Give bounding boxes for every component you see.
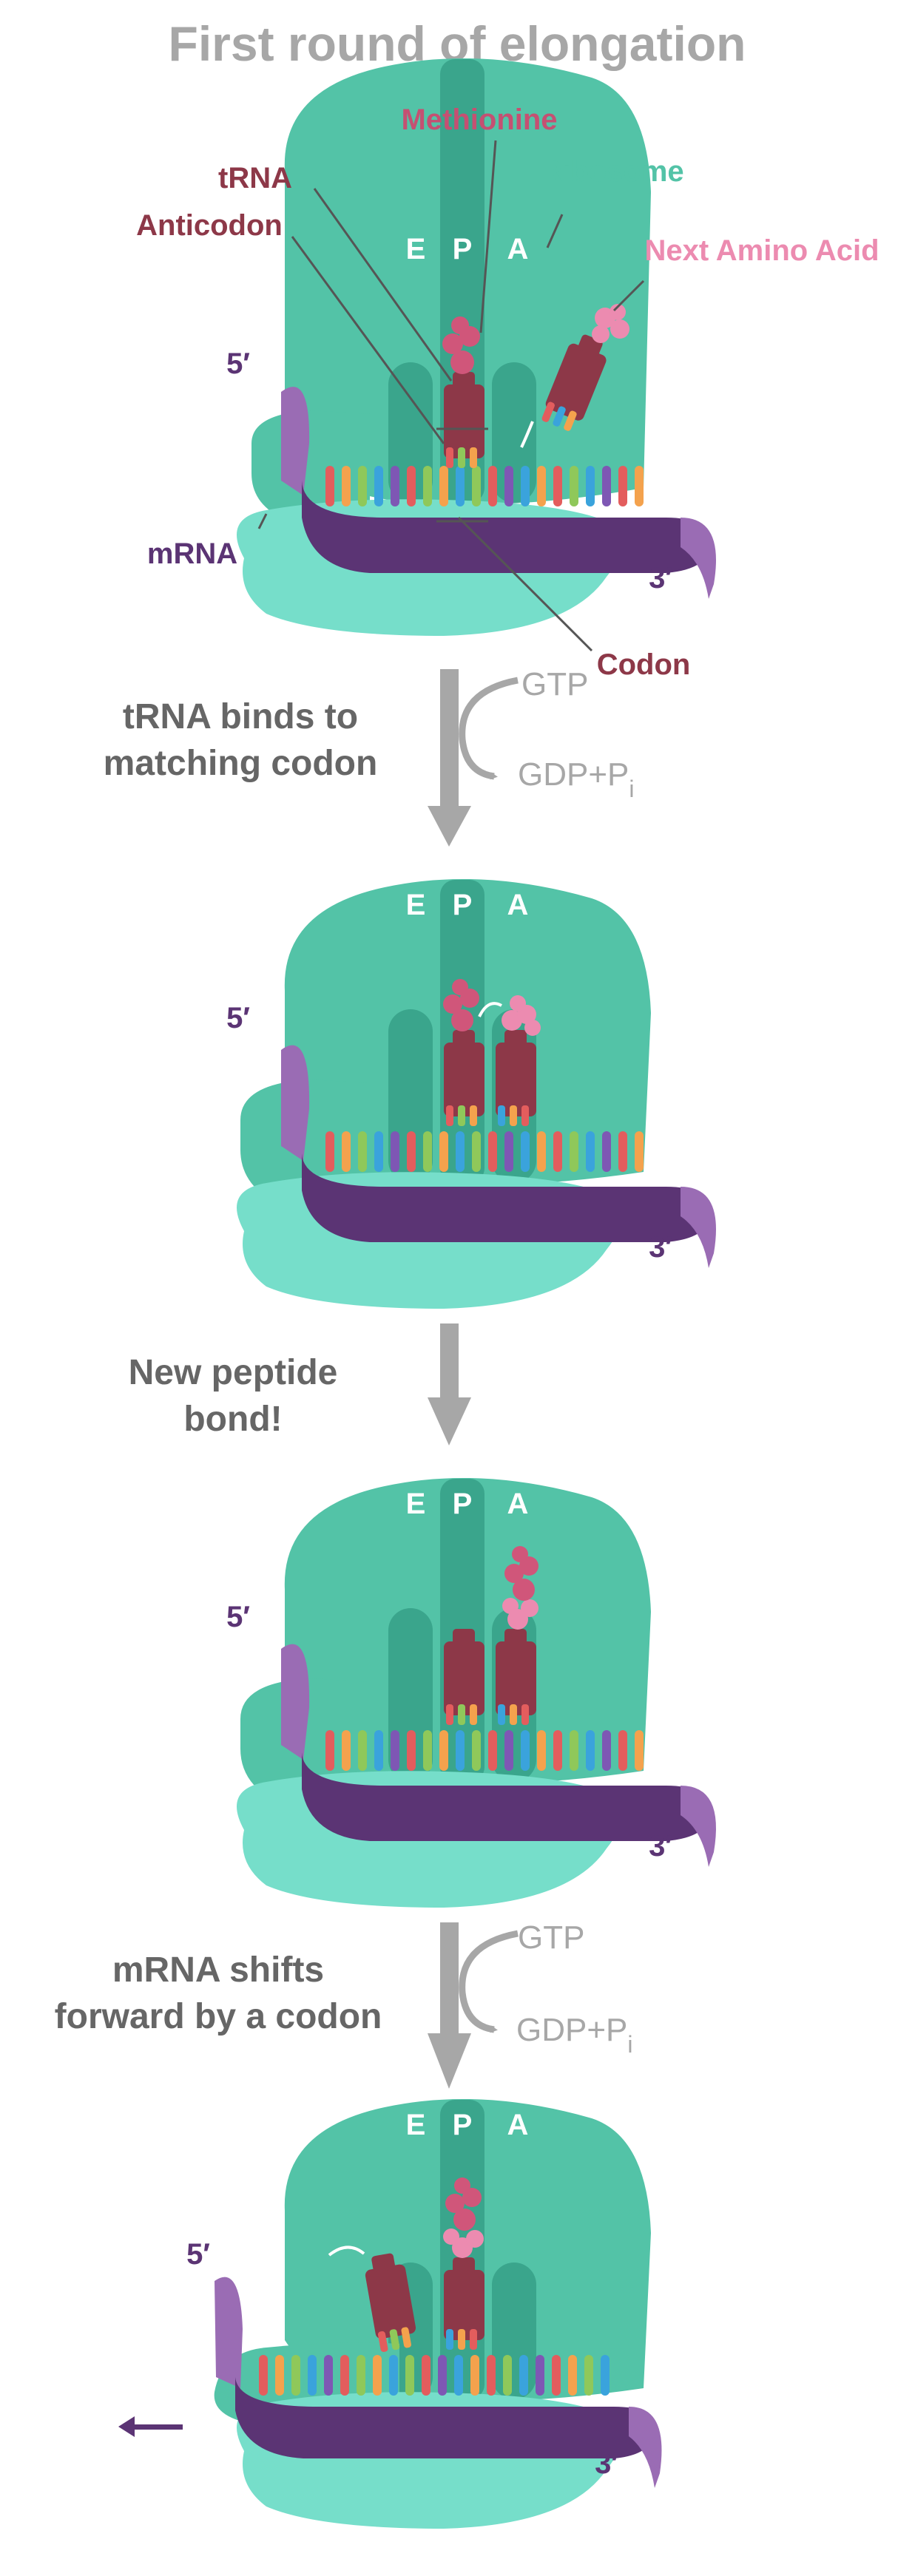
panel-4: E P A — [118, 2098, 662, 2529]
step-1-line-1: tRNA binds to — [123, 697, 358, 736]
trna-a-site — [496, 1030, 536, 1126]
label-anticodon: Anticodon — [136, 209, 283, 242]
label-5-prime: 5′ — [226, 1601, 250, 1633]
site-e: E — [406, 233, 426, 265]
step-3-gtp: GTP — [518, 1919, 584, 1956]
trna-p-site — [444, 2257, 484, 2350]
step-3-line-1: mRNA shifts — [112, 1950, 324, 1990]
step-3: mRNA shifts forward by a codon GTP GDP+P… — [55, 1919, 633, 2089]
step-3-line-2: forward by a codon — [55, 1997, 382, 2036]
panel-3: E P A — [226, 1477, 716, 1908]
mrna-strand — [281, 1045, 716, 1268]
mrna-bases — [259, 2355, 610, 2396]
step-arrow-head — [428, 806, 471, 847]
next-amino-acid — [502, 995, 541, 1036]
site-e: E — [406, 2109, 426, 2141]
step-2-line-2: bond! — [183, 1400, 282, 1439]
step-arrow-head — [428, 1397, 471, 1445]
site-a: A — [507, 889, 529, 921]
label-3-prime: 3′ — [595, 2447, 618, 2480]
step-1-gdp: GDP+Pi — [518, 756, 635, 802]
site-a: A — [507, 1488, 529, 1520]
gtp-curve — [459, 677, 519, 780]
peptide-chain — [443, 2177, 484, 2258]
transfer-arrow — [478, 1002, 502, 1017]
label-ribosome: Ribosome — [541, 155, 683, 188]
label-3-prime: 3′ — [649, 562, 672, 594]
trna-exiting — [365, 2253, 416, 2353]
methionine-amino-acid — [443, 979, 479, 1031]
site-p: P — [453, 1488, 473, 1520]
step-2: New peptide bond! — [129, 1323, 471, 1445]
callout-lines — [257, 140, 645, 652]
label-methionine: Methionine — [401, 104, 557, 136]
step-arrow-shaft — [440, 669, 459, 810]
mrna-strand — [215, 2277, 662, 2488]
incoming-arrow — [520, 421, 534, 448]
mrna-bases — [325, 466, 644, 506]
step-1-gtp: GTP — [521, 666, 588, 702]
label-trna: tRNA — [218, 162, 292, 194]
trna-p-site — [444, 372, 484, 468]
methionine-amino-acid — [442, 316, 480, 374]
gtp-curve — [459, 1930, 519, 2033]
site-p: P — [453, 233, 473, 265]
label-3-prime: 3′ — [649, 1830, 672, 1862]
step-arrow-shaft — [440, 1323, 459, 1401]
site-a: A — [507, 233, 529, 265]
mrna-strand — [281, 387, 716, 599]
site-e: E — [406, 889, 426, 921]
peptide-chain — [502, 1546, 538, 1630]
next-amino-acid — [592, 304, 629, 343]
site-p: P — [453, 2109, 473, 2141]
label-codon: Codon — [597, 648, 691, 681]
site-p: P — [453, 889, 473, 921]
mrna-direction-arrow — [118, 2416, 183, 2437]
step-arrow-head — [428, 2033, 471, 2089]
mrna-bases — [325, 1131, 644, 1172]
trna-a-site — [496, 1629, 536, 1725]
label-5-prime: 5′ — [186, 2238, 210, 2271]
label-mrna: mRNA — [147, 538, 237, 570]
site-a: A — [507, 2109, 529, 2141]
step-2-line-1: New peptide — [129, 1353, 338, 1392]
label-5-prime: 5′ — [226, 348, 250, 380]
trna-p-site — [444, 1030, 484, 1126]
label-5-prime: 5′ — [226, 1002, 250, 1034]
panel-1: E P A — [136, 58, 879, 681]
panel-2: E P A — [226, 878, 716, 1309]
step-3-gdp: GDP+Pi — [516, 2012, 633, 2058]
mrna-strand — [281, 1644, 716, 1867]
site-e: E — [406, 1488, 426, 1520]
step-1: tRNA binds to matching codon GTP GDP+Pi — [104, 666, 635, 847]
step-arrow-shaft — [440, 1922, 459, 2037]
mrna-bases — [325, 1730, 644, 1771]
trna-p-site — [444, 1629, 484, 1725]
label-3-prime: 3′ — [649, 1231, 672, 1264]
exit-arrow — [328, 2245, 365, 2257]
step-1-line-2: matching codon — [104, 744, 378, 783]
label-next-amino-acid: Next Amino Acid — [644, 234, 879, 267]
